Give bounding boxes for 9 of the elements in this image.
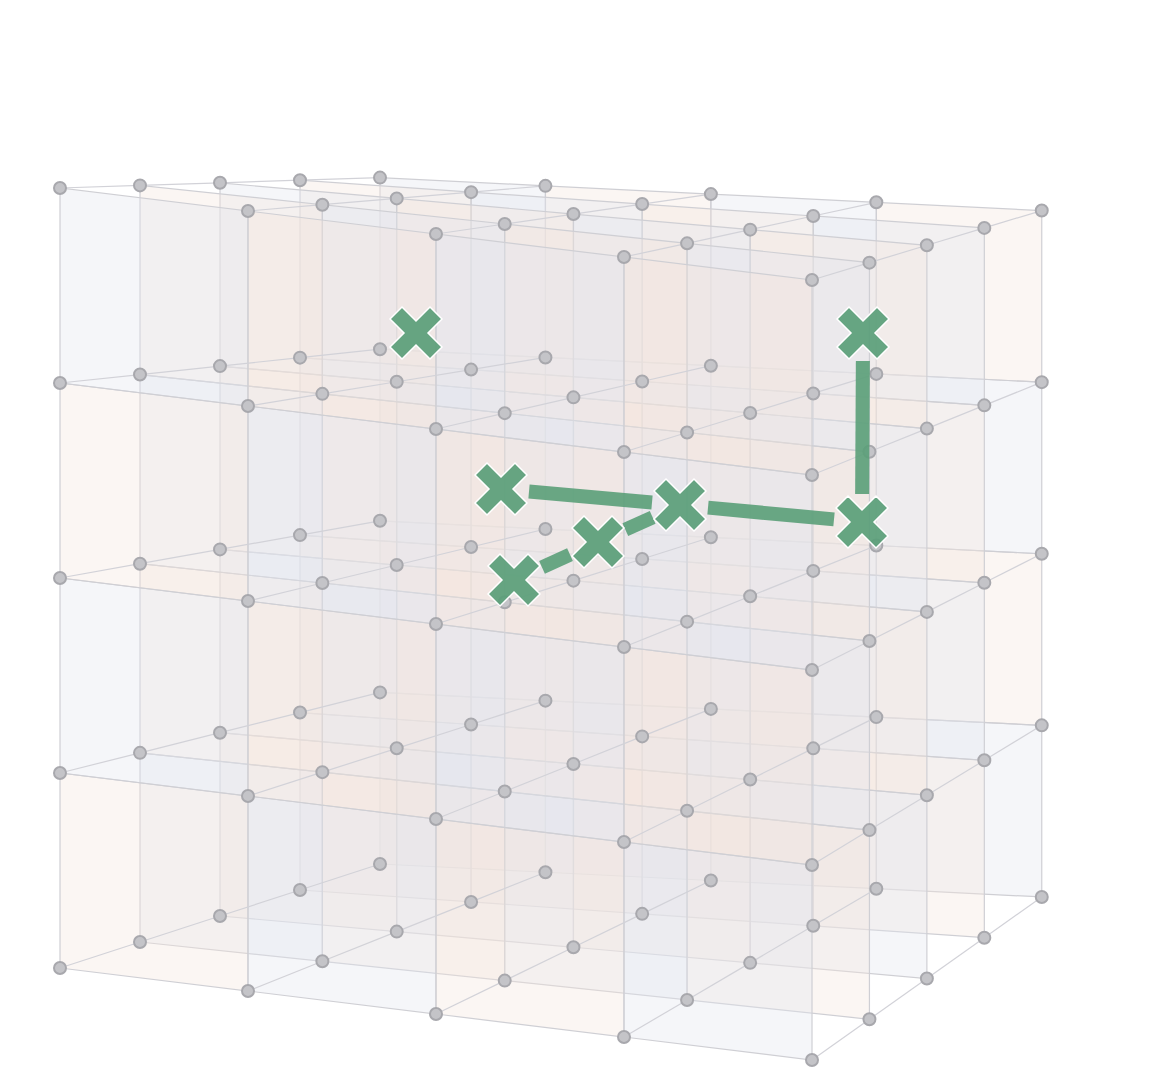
cross-marker [652, 477, 708, 533]
cross-marker [388, 305, 444, 361]
cross-marker [570, 514, 626, 570]
cross-marker [473, 461, 529, 517]
cross-marker [834, 494, 890, 550]
cross-marker [486, 552, 542, 608]
connector-line [622, 510, 656, 537]
cross-marker [835, 305, 891, 361]
connector-line [539, 548, 573, 574]
